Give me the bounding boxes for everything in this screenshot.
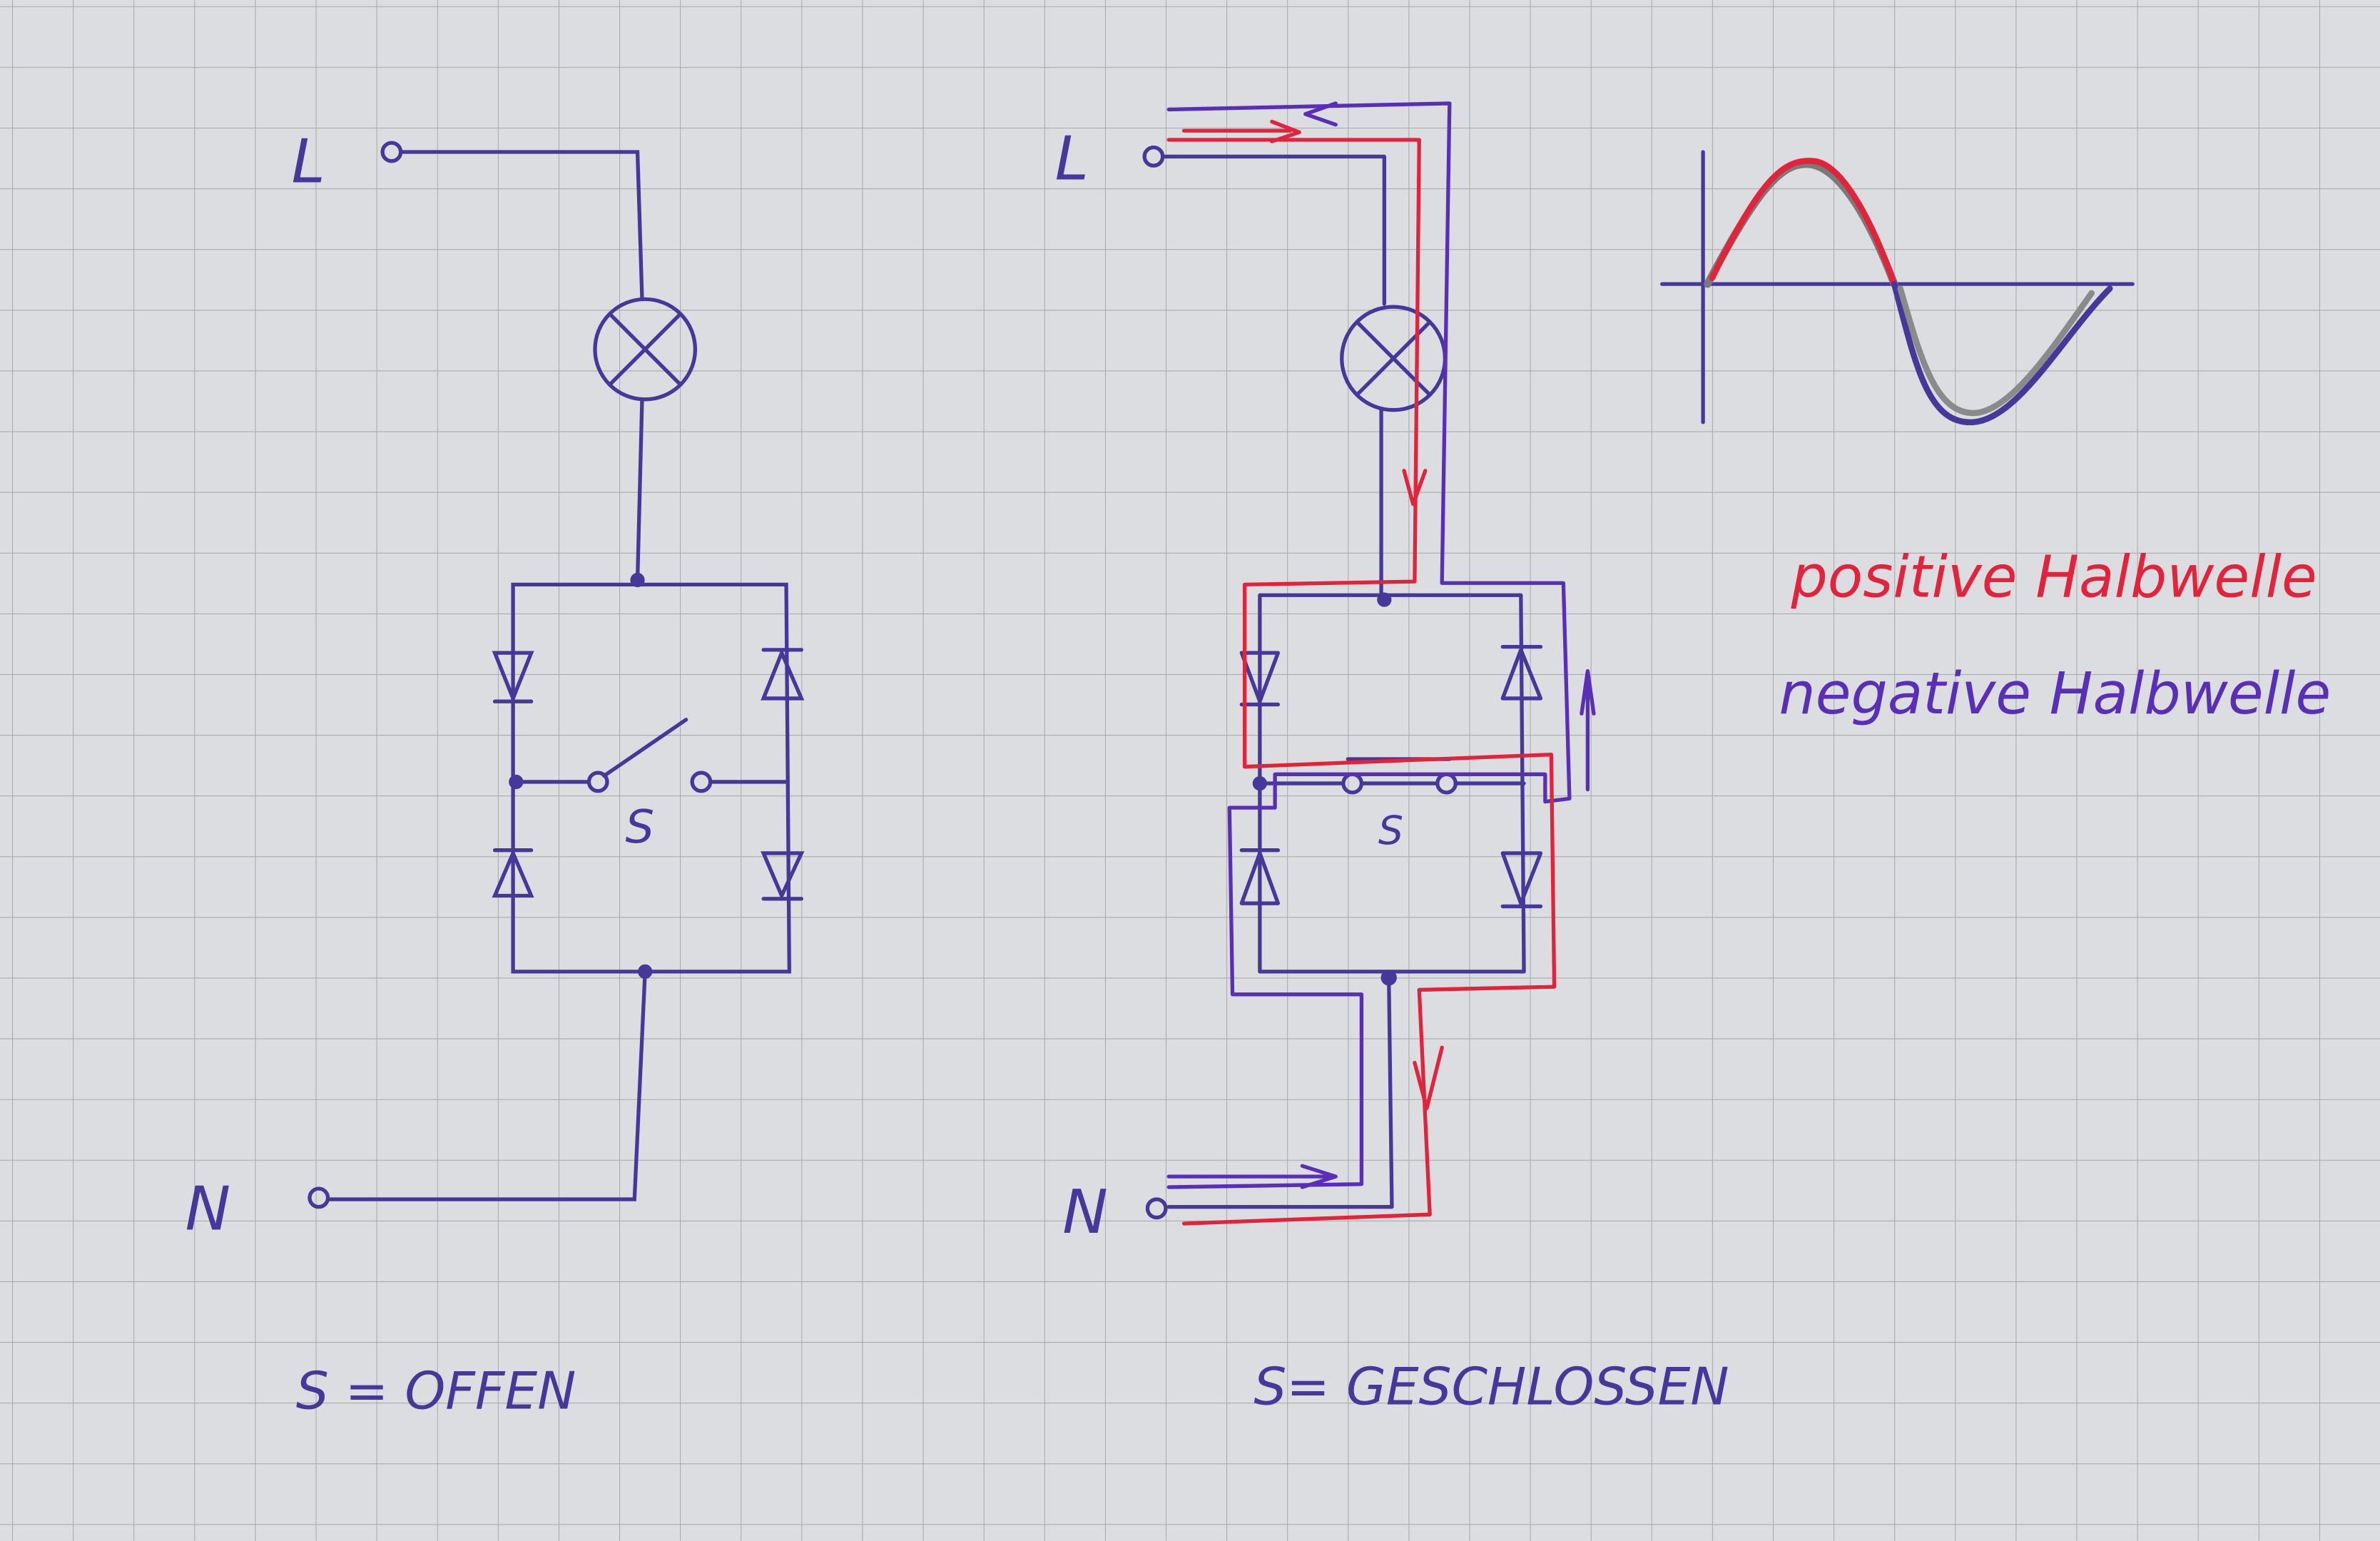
wire-lamp-bridge bbox=[635, 399, 644, 582]
left-circuit-open-switch bbox=[307, 141, 805, 1209]
diode-icon bbox=[492, 648, 805, 901]
label-switch-left: S bbox=[626, 801, 655, 854]
lamp-symbol bbox=[593, 297, 698, 402]
terminal-N bbox=[1145, 1197, 1168, 1220]
negative-current-path bbox=[1166, 101, 1596, 1189]
terminal-N bbox=[307, 1186, 330, 1209]
legend-negative-halfwave: negative Halbwelle bbox=[1779, 661, 2331, 728]
legend-positive-halfwave: positive Halbwelle bbox=[1791, 544, 2317, 611]
gray-sine-bottom bbox=[1897, 285, 2095, 417]
wire-N bbox=[325, 970, 647, 1201]
right-circuit-closed-switch bbox=[1142, 101, 1596, 1226]
label-L-right: L bbox=[1055, 123, 1089, 194]
label-N-right: N bbox=[1062, 1177, 1108, 1248]
positive-half-wave bbox=[1709, 158, 1898, 288]
label-N-left: N bbox=[185, 1174, 231, 1245]
caption-closed: S= GESCHLOSSEN bbox=[1253, 1357, 1729, 1417]
label-switch-right: S bbox=[1378, 808, 1403, 854]
label-L-left: L bbox=[291, 127, 325, 198]
bridge-rectangle bbox=[1258, 593, 1526, 974]
positive-current-path bbox=[1166, 119, 1557, 1226]
sine-wave-plot bbox=[1660, 150, 2135, 425]
bridge-rectangle bbox=[511, 582, 792, 974]
wire-L bbox=[399, 150, 644, 300]
switch-open bbox=[509, 718, 788, 793]
caption-open: S = OFFEN bbox=[296, 1362, 576, 1422]
negative-half-wave bbox=[1891, 280, 2113, 425]
